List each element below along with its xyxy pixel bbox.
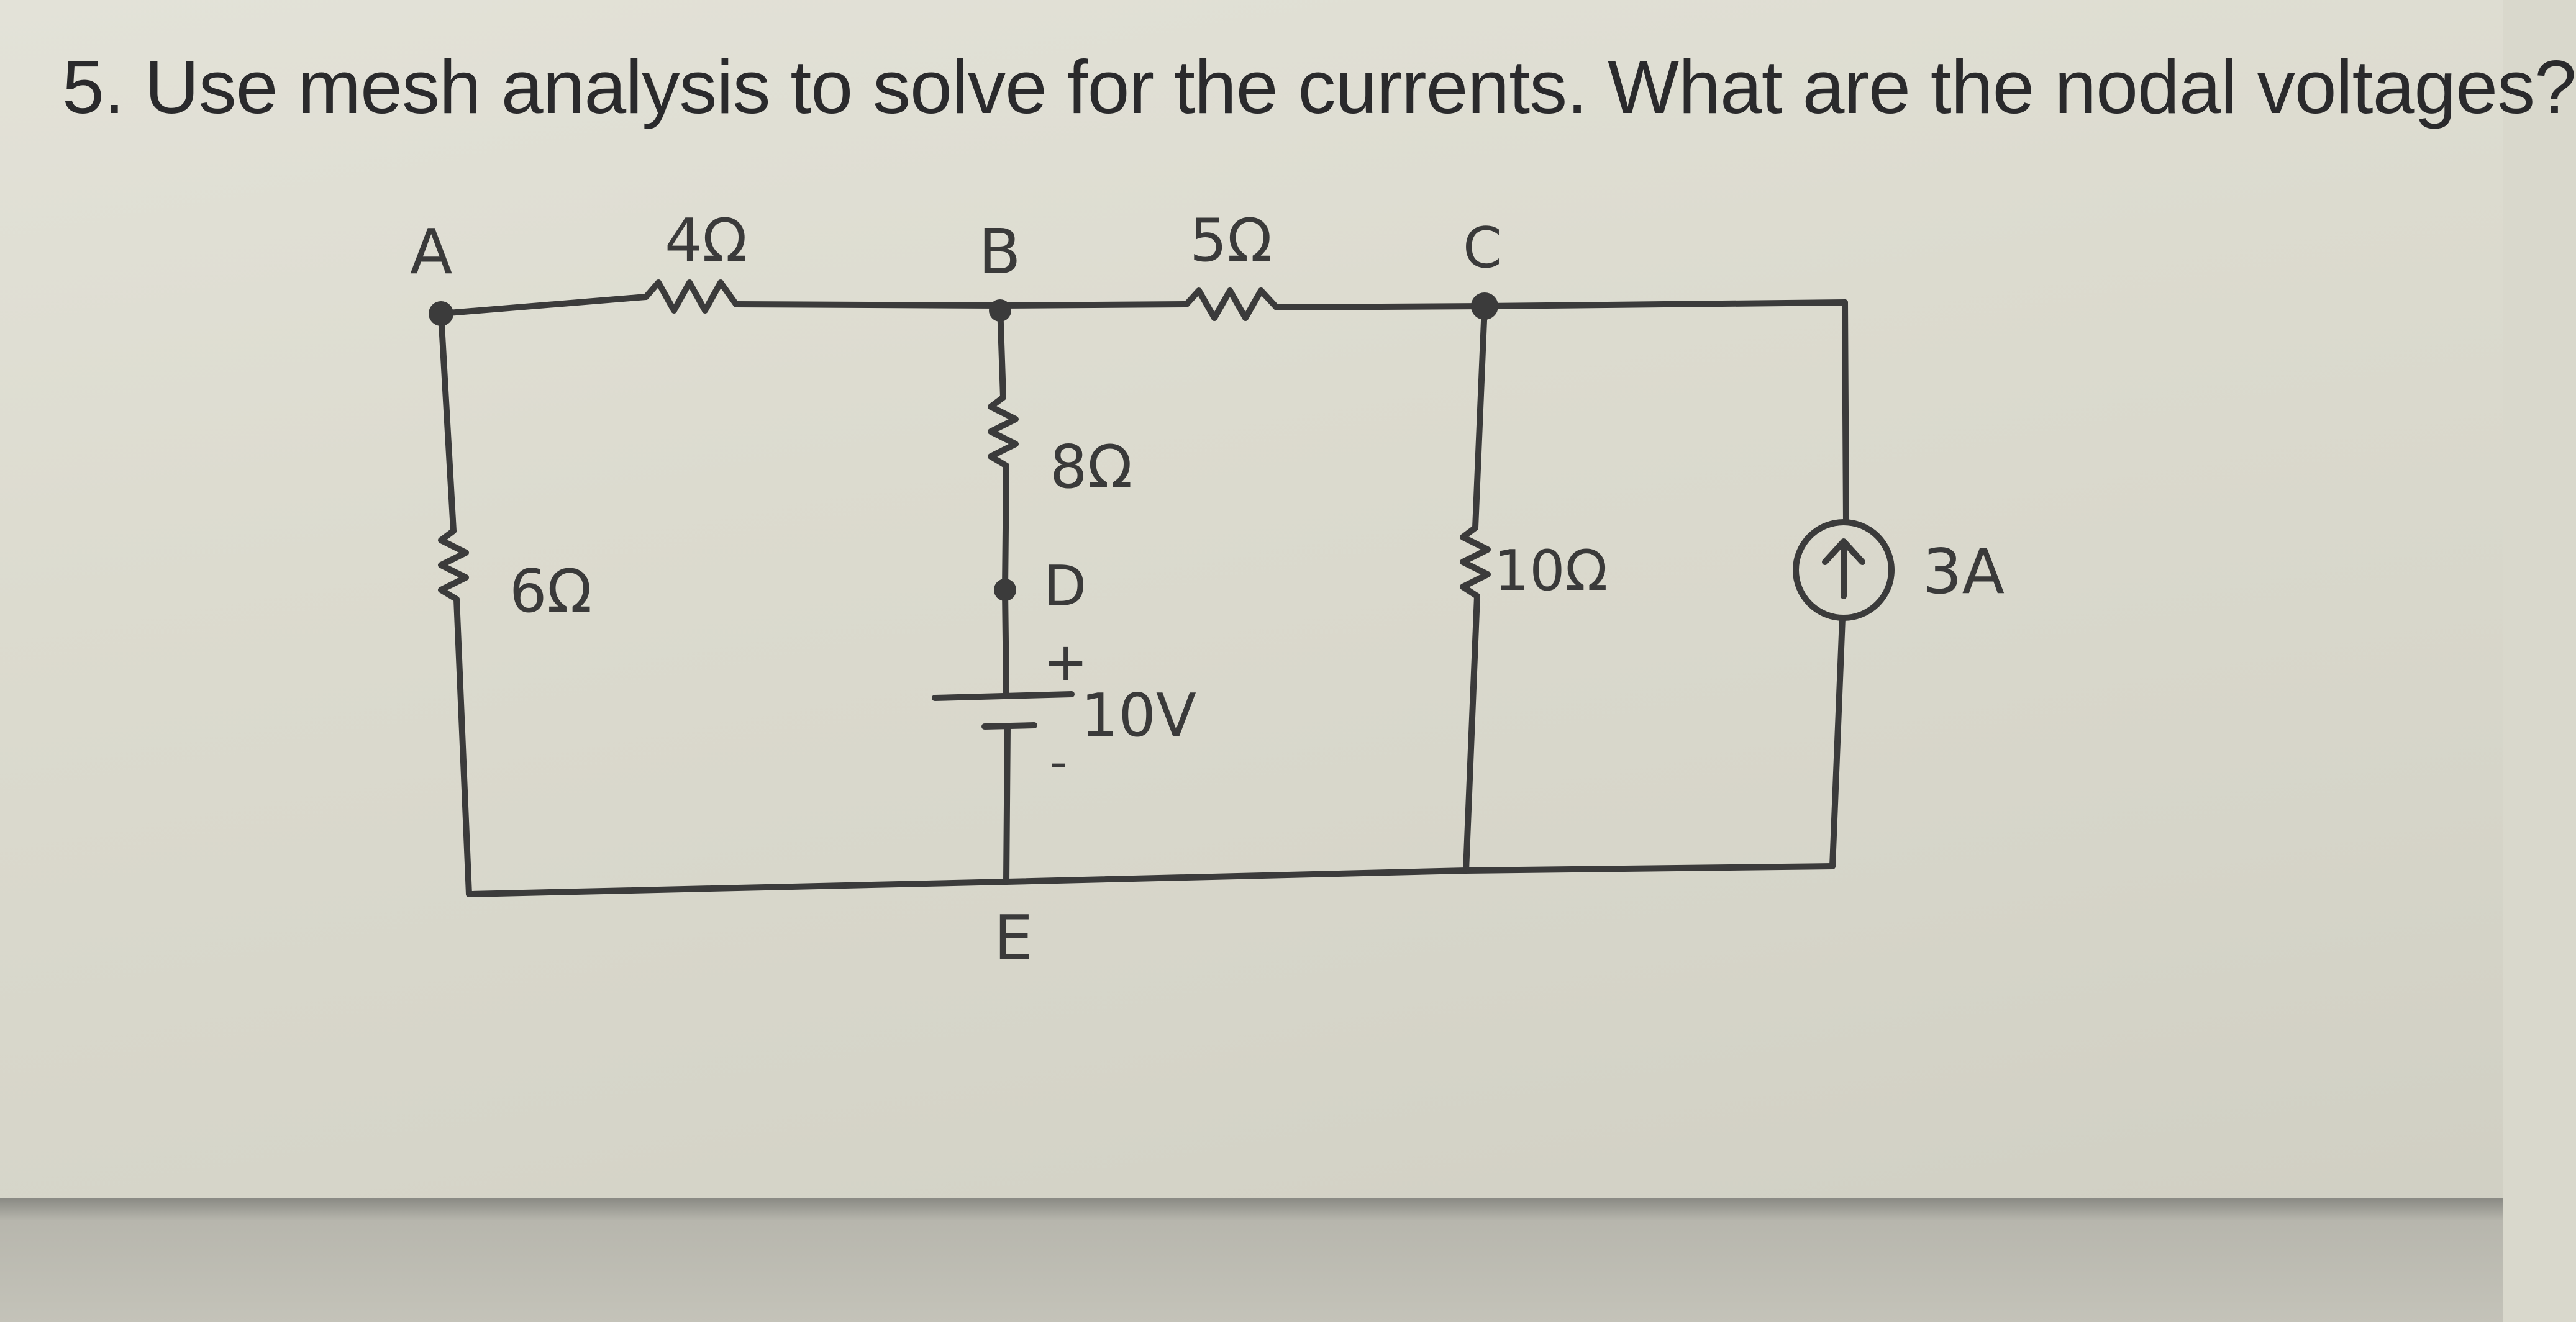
wire-b-to-5ohm [997,301,1190,309]
wire-10ohm-to-bottom [1463,593,1480,874]
wire-8ohm-to-d [1002,463,1009,593]
node-label-d: D [1044,554,1086,619]
node-a-dot [429,301,453,326]
question-text: 5. Use mesh analysis to solve for the cu… [62,45,2576,129]
resistor-6ohm [438,528,469,602]
resistor-label-4ohm: 4Ω [665,207,747,275]
wire-right-top [1842,299,1849,525]
wire-a-down [438,310,457,534]
wire-6ohm-to-bottom [453,596,472,897]
resistor-4ohm [643,279,739,314]
resistor-label-8ohm: 8Ω [1050,433,1132,502]
node-label-b: B [978,215,1021,288]
wire-5ohm-to-c [1273,303,1488,310]
node-label-c: C [1463,215,1502,281]
wire-c-down [1472,303,1488,531]
wire-bottom-middle [1003,867,1469,885]
current-arrow-icon [1822,538,1865,565]
resistor-label-5ohm: 5Ω [1190,207,1272,275]
resistor-5ohm [1183,287,1280,321]
node-label-a: A [410,215,452,288]
wire-a-to-4ohm [438,294,649,317]
battery-positive-plate [932,691,1075,701]
resistor-8ohm [988,394,1019,469]
wire-4ohm-to-b [733,301,1003,309]
resistor-label-10ohm: 10Ω [1494,538,1608,604]
node-b-dot [989,299,1011,322]
page-edge-shadow [0,1198,2503,1322]
current-source-label-3a: 3A [1923,535,2005,608]
battery-label-10v: 10V [1081,682,1196,750]
battery-minus-label: - [1050,733,1068,791]
node-d-dot [994,579,1016,601]
wire-bottom-left [466,879,1009,897]
circuit-diagram: A B C D E 4Ω 5Ω 8Ω 6Ω 10Ω + 10V - 3A [410,207,2005,974]
wire-c-to-right [1481,299,1848,309]
battery-plus-label: + [1044,632,1088,693]
wire-d-to-battery [1002,587,1009,697]
node-c-dot [1471,292,1498,320]
node-label-e: E [994,902,1033,974]
wire-right-bottom [1829,615,1846,869]
wire-bottom-right [1463,863,1836,874]
resistor-10ohm [1460,525,1491,599]
resistor-label-6ohm: 6Ω [509,558,592,626]
wire-battery-to-e [1003,723,1011,885]
